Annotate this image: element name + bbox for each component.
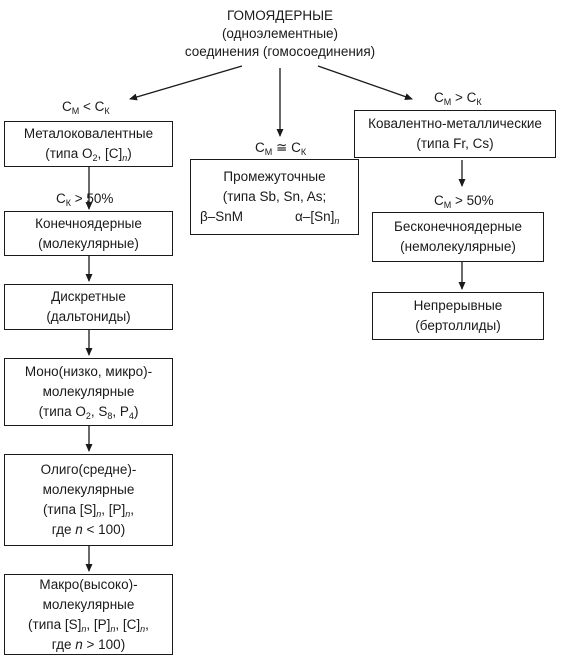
- box-continuous: Непрерывные (бертоллиды): [372, 292, 544, 340]
- box-infinite-nuclear: Бесконечноядерные (немолекулярные): [372, 212, 544, 262]
- arrow-root-to-left: [129, 65, 243, 101]
- box-mono-molecular: Моно(низко, микро)- молекулярные (типа O…: [4, 358, 173, 426]
- root-line3: соединения (гомосоединения): [184, 44, 376, 59]
- root-subtitle: (одноэлементные): [221, 26, 339, 41]
- box-intermediate: Промежуточные (типа Sb, Sn, As; β–SnM α–…: [190, 159, 359, 235]
- alpha-sn: α–[Sn]n: [295, 209, 340, 226]
- box-covalent-metallic: Ковалентно-металлические (типа Fr, Cs): [354, 110, 556, 158]
- arrow-root-to-right: [317, 65, 413, 100]
- box-metallocovalent: Металоковалентные (типа O2, [C]n): [4, 121, 173, 167]
- condition-right: CМ > CК: [434, 90, 482, 107]
- root-title: ГОМОЯДЕРНЫЕ: [226, 8, 334, 23]
- condition-middle: CМ ≅ CК: [255, 140, 307, 157]
- beta-snm: β–SnM: [200, 209, 244, 224]
- box-finite-nuclear: Конечноядерные (молекулярные): [4, 211, 173, 256]
- box-macro-molecular: Макро(высоко)- молекулярные (типа [S]n, …: [4, 574, 173, 655]
- box-oligo-molecular: Олиго(средне)- молекулярные (типа [S]n, …: [4, 454, 173, 546]
- box-discrete: Дискретные (дальтониды): [4, 284, 173, 330]
- condition-left-percent: CК > 50%: [56, 191, 114, 208]
- condition-left: CМ < CК: [62, 99, 110, 116]
- condition-right-percent: CМ > 50%: [434, 193, 494, 210]
